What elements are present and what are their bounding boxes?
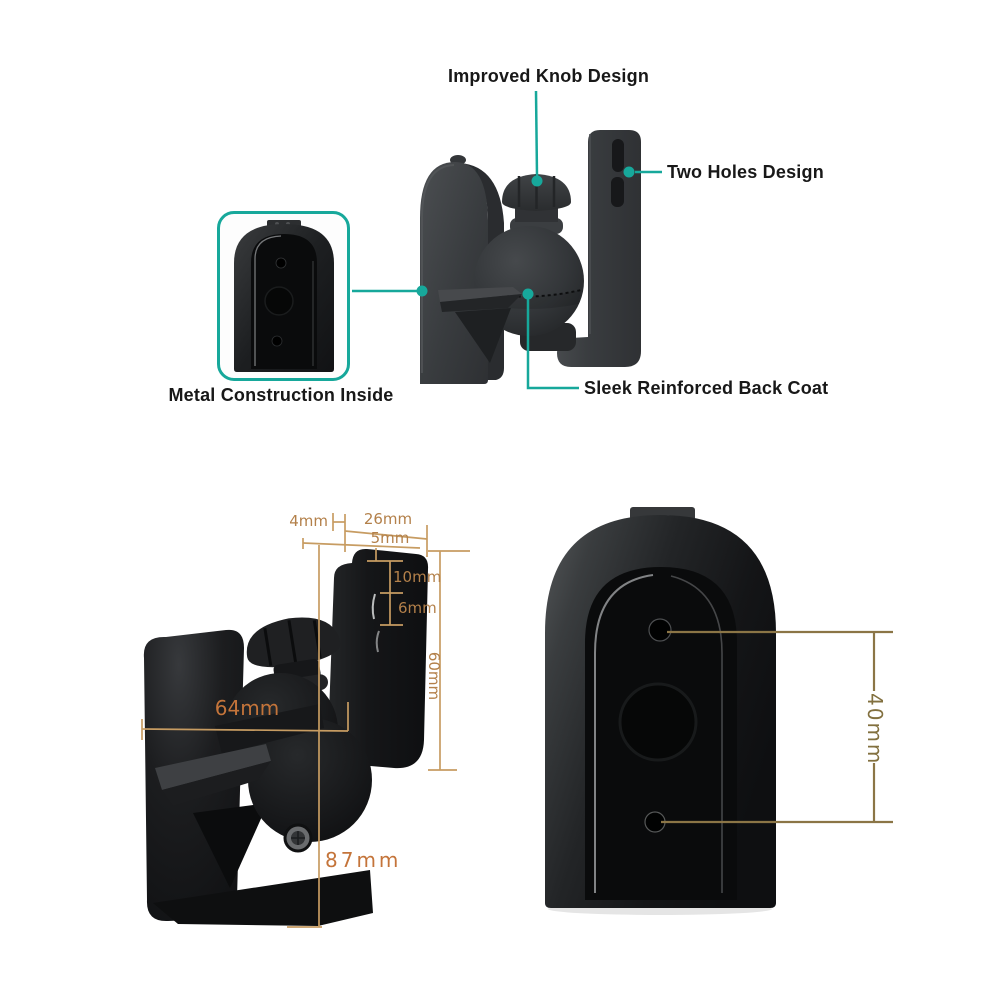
bracket-back-view <box>545 507 776 915</box>
arm-slot-mark-upper <box>371 593 376 620</box>
arm-slot-mark-lower <box>375 630 380 653</box>
callout-back-coat-label: Sleek Reinforced Back Coat <box>584 378 829 398</box>
dim-arm-height-60mm: 60mm <box>425 651 443 701</box>
inset-hole-bottom <box>271 335 283 347</box>
dim-gap-4mm: 4mm <box>289 512 328 530</box>
inset-hole-top <box>275 257 287 269</box>
dim-body-width-64mm: 64mm <box>214 696 280 720</box>
bracket-arm <box>557 130 641 367</box>
dim-hole-spacing-40mm: 40mm <box>863 693 887 766</box>
callout-improved-knob-label: Improved Knob Design <box>448 66 650 86</box>
mount-hole-top <box>648 618 672 642</box>
pivot-screw <box>283 823 313 853</box>
dim-edge-offset-5mm: 5mm <box>370 529 410 547</box>
dim-slot-gap-6mm: 6mm <box>398 599 437 617</box>
adjustment-knob <box>502 174 571 243</box>
bracket-three-quarter-view <box>420 130 641 384</box>
dim-slot-length-10mm: 10mm <box>393 568 442 586</box>
center-recess-circle <box>618 682 698 762</box>
callout-metal-construction-label: Metal Construction Inside <box>168 385 394 405</box>
arm-slot-lower <box>611 177 624 207</box>
dim-plate-height-87mm: 87mm <box>325 848 402 872</box>
callout-two-holes-label: Two Holes Design <box>667 162 824 182</box>
mount-hole-bottom <box>644 811 666 833</box>
arm-slot-upper <box>612 139 624 172</box>
inset-hole-center <box>264 286 294 316</box>
inset-back-view <box>234 220 334 372</box>
dim-arm-width-26mm: 26mm <box>363 510 413 528</box>
gusset-shelf <box>438 287 522 363</box>
arm-tilted <box>327 548 429 769</box>
